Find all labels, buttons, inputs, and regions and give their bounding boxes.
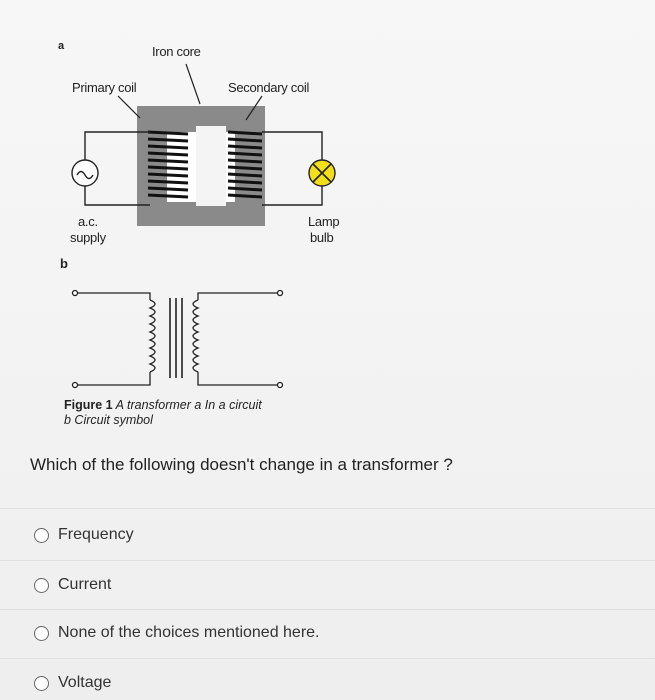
ac-supply-icon	[71, 159, 99, 187]
ac-supply-label-2: supply	[70, 230, 106, 245]
lamp-label-1: Lamp	[308, 214, 340, 229]
primary-circuit-wire	[84, 131, 150, 206]
panel-a-label: a	[58, 40, 64, 52]
radio-button[interactable]	[34, 527, 49, 543]
secondary-circuit-wire	[262, 131, 323, 206]
option-label: None of the choices mentioned here.	[58, 624, 320, 641]
secondary-coil-windings	[227, 130, 263, 199]
primary-coil-label: Primary coil	[72, 80, 137, 95]
ac-supply-label-1: a.c.	[78, 214, 98, 229]
question-text: Which of the following doesn't change in…	[30, 455, 453, 474]
secondary-coil-label: Secondary coil	[228, 80, 310, 95]
iron-core-label: Iron core	[152, 44, 201, 59]
primary-coil-windings	[147, 130, 189, 199]
transformer-diagram	[71, 63, 336, 389]
lamp-bulb-icon	[308, 159, 336, 187]
caption-line-2: b Circuit symbol	[64, 413, 153, 427]
divider	[0, 560, 655, 561]
circuit-symbol	[71, 289, 284, 389]
divider	[0, 508, 655, 509]
divider	[0, 658, 655, 659]
lamp-label-2: bulb	[310, 230, 334, 245]
option-label: Frequency	[58, 526, 134, 543]
option-current[interactable]: Current	[34, 576, 111, 594]
option-frequency[interactable]: Frequency	[34, 526, 134, 544]
radio-button[interactable]	[34, 625, 49, 641]
option-label: Current	[58, 576, 112, 593]
option-none[interactable]: None of the choices mentioned here.	[34, 624, 320, 642]
label-leader-lines	[117, 63, 263, 121]
caption-line-1: A transformer a In a circuit	[112, 398, 262, 412]
radio-button[interactable]	[34, 577, 49, 593]
divider	[0, 609, 655, 610]
panel-b-label: b	[60, 256, 68, 271]
option-voltage[interactable]: Voltage	[34, 674, 111, 692]
option-label: Voltage	[58, 674, 112, 691]
figure-caption: Figure 1 A transformer a In a circuit b …	[64, 398, 262, 428]
radio-button[interactable]	[34, 675, 49, 691]
transformer-figure: a Iron core Primary coil Secondary coil …	[58, 40, 340, 428]
caption-figure-number: Figure 1	[64, 398, 113, 412]
